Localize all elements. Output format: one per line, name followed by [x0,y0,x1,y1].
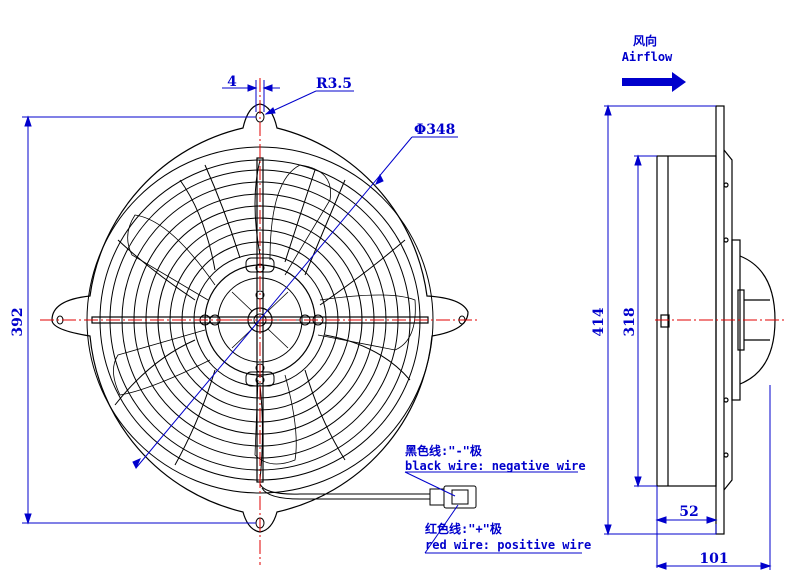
motor-hub [199,257,324,387]
dim-slot-width-label: 4 [227,74,237,90]
dim-slot-lines [222,80,280,112]
front-view: 392 4 R3.5 Φ348 [10,74,591,565]
dim-diameter-label: Φ348 [414,122,455,138]
dim-52-lines [655,486,718,568]
black-wire-label-en: black wire: negative wire [405,459,586,473]
dim-392-label: 392 [10,307,26,336]
mounting-frame [51,103,469,533]
dim-414-lines [604,104,716,536]
black-wire-label-cn: 黑色线:"-"极 [405,443,483,458]
dim-101-lines [655,385,772,570]
dim-392-lines [22,115,256,525]
dim-diameter-leader [132,136,458,470]
dim-52-label: 52 [679,504,698,520]
wire-note-leaders [404,471,582,554]
connector-wire [259,483,477,509]
airflow-arrow-icon [622,72,686,92]
red-wire-label-cn: 红色线:"+"极 [425,521,503,536]
dim-101-label: 101 [699,551,728,567]
side-view: 风向 Airflow 414 [591,33,784,570]
dim-414-label: 414 [591,307,607,336]
dim-318-lines [634,154,657,488]
airflow-label-cn: 风向 [633,33,657,48]
red-wire-label-en: red wire: positive wire [425,538,591,552]
dim-radius-leader [264,90,354,115]
airflow-label-en: Airflow [622,50,673,64]
dim-318-label: 318 [622,307,638,336]
dim-radius-label: R3.5 [316,76,352,92]
